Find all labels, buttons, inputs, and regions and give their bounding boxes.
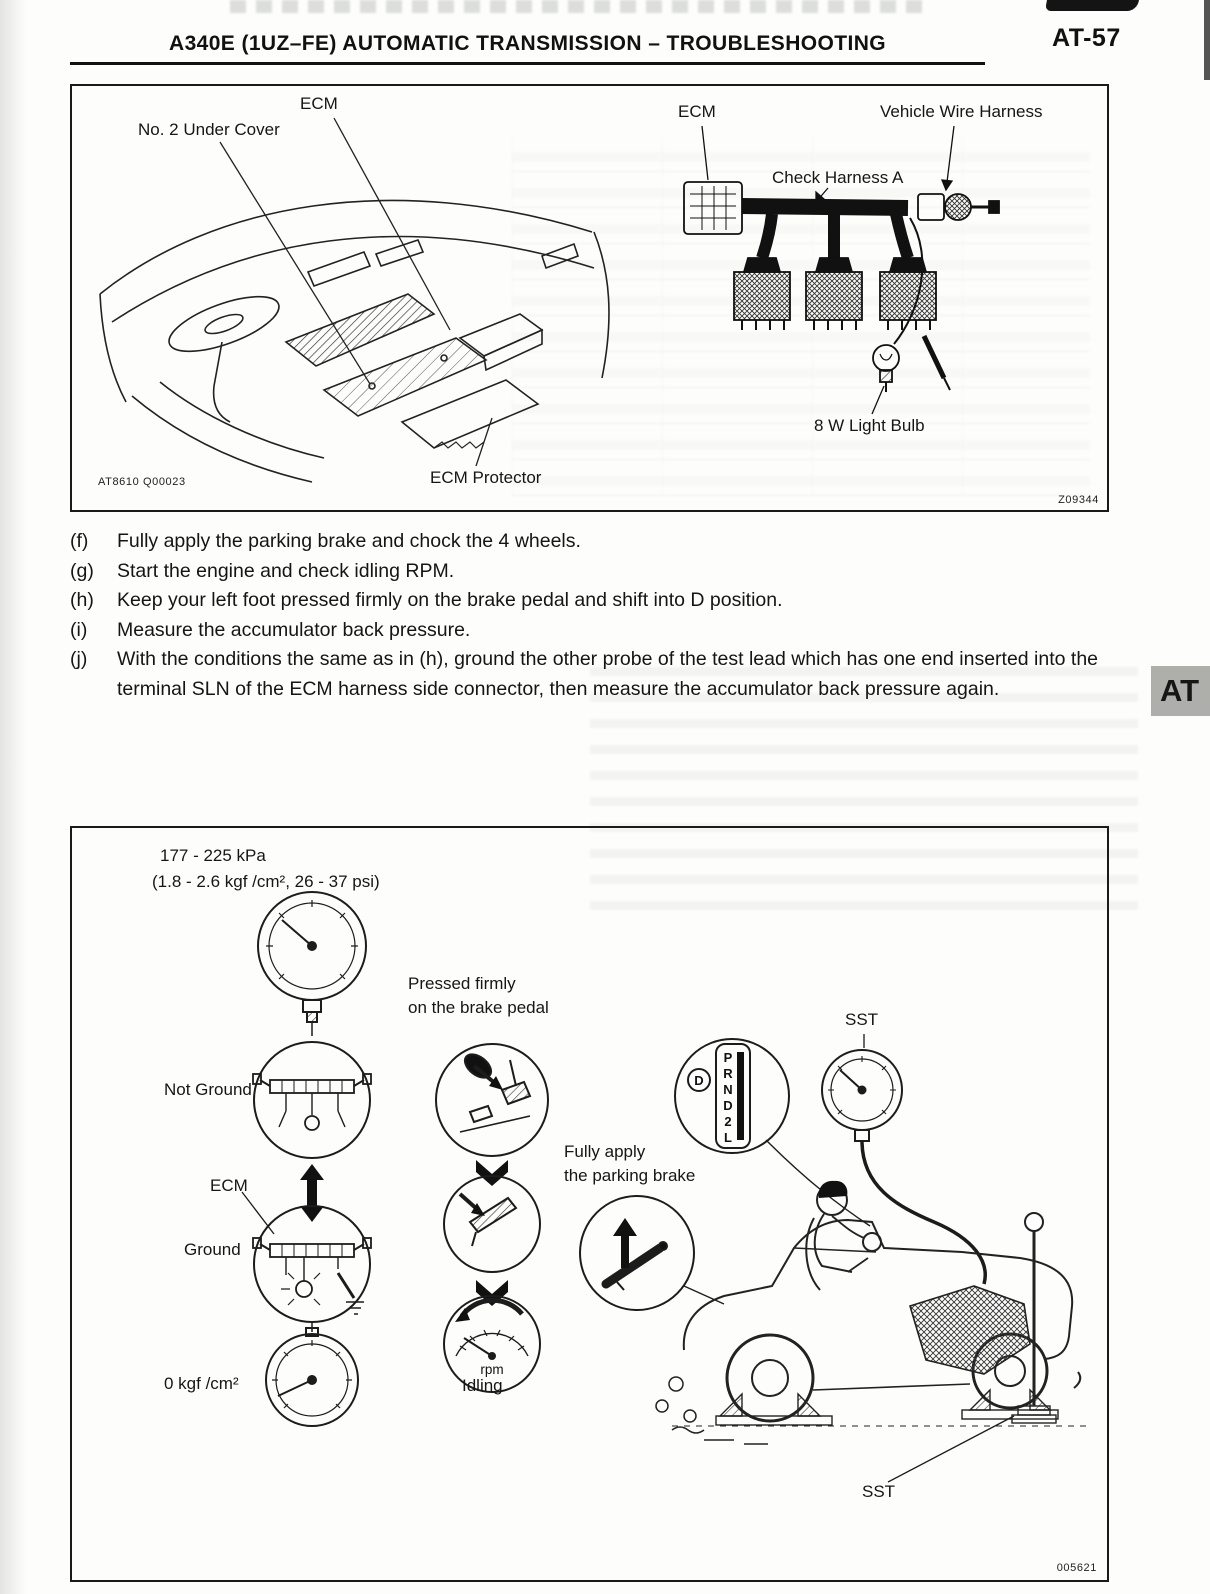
page-title: A340E (1UZ–FE) AUTOMATIC TRANSMISSION – …	[169, 32, 886, 55]
rpm-meter-icon: rpm	[443, 1295, 541, 1393]
scan-blotch	[1045, 0, 1139, 11]
step-id: (j)	[70, 648, 88, 670]
figure2-illustration: rpm P R N	[241, 891, 1086, 1483]
pressure-spec-line2: (1.8 - 2.6 kgf /cm², 26 - 37 psi)	[152, 872, 380, 891]
step-h: (h) Keep your left foot pressed firmly o…	[70, 586, 1148, 616]
step-g: (g) Start the engine and check idling RP…	[70, 557, 1148, 587]
step-text: With the conditions the same as in (h), …	[117, 648, 1099, 700]
ecm-label: ECM	[300, 94, 338, 113]
figure-measurement-procedure: rpm P R N	[70, 826, 1109, 1582]
step-text: Keep your left foot pressed firmly on th…	[117, 589, 783, 611]
step-f: (f) Fully apply the parking brake and ch…	[70, 527, 1148, 557]
parking-label-line2: the parking brake	[564, 1166, 696, 1185]
ecm-protector-label: ECM Protector	[430, 468, 542, 487]
shift-pos-d: D	[723, 1098, 732, 1113]
not-ground-label: Not Ground	[164, 1080, 252, 1099]
brake-pedal-icon	[435, 1043, 549, 1157]
shift-pos-r: R	[723, 1066, 733, 1081]
figure1-illustration	[99, 117, 1000, 483]
shift-pos-l: L	[724, 1130, 732, 1145]
figure1-leader-lines-right	[701, 125, 955, 415]
zero-pressure-label: 0 kgf /cm²	[164, 1374, 239, 1393]
step-id: (f)	[70, 530, 89, 552]
check-harness-sketch	[683, 181, 1000, 392]
shift-pos-p: P	[724, 1050, 733, 1065]
connector-ground-icon	[252, 1205, 372, 1332]
brake-label-line1: Pressed firmly	[408, 974, 516, 993]
shift-selected-text: D	[694, 1073, 703, 1088]
dashboard-sketch	[99, 199, 610, 483]
shift-pos-n: N	[723, 1082, 732, 1097]
double-arrow-icon	[300, 1164, 324, 1222]
ecm-leader-line	[241, 1191, 275, 1235]
vehicle-wire-harness-label: Vehicle Wire Harness	[880, 102, 1043, 121]
shift-indicator-icon: P R N D 2 L D	[674, 1038, 871, 1227]
sst-bottom-leader-line	[887, 1415, 1015, 1483]
header-rule	[70, 62, 985, 65]
parking-brake-icon	[579, 1195, 725, 1311]
ecm-right-label: ECM	[678, 102, 716, 121]
scan-edge-mark	[1204, 0, 1210, 80]
step-text: Fully apply the parking brake and chock …	[117, 530, 581, 552]
no2-under-cover-label: No. 2 Under Cover	[138, 120, 280, 139]
figure-harness-location: ECM No. 2 Under Cover ECM Protector AT86…	[70, 84, 1109, 512]
section-tab-label: AT	[1160, 673, 1200, 708]
step-text: Measure the accumulator back pressure.	[117, 618, 471, 641]
pressure-spec-line1: 177 - 225 kPa	[160, 846, 266, 865]
light-bulb-label: 8 W Light Bulb	[814, 416, 925, 435]
rpm-text: rpm	[480, 1362, 503, 1377]
brake-label-line2: on the brake pedal	[408, 998, 549, 1017]
figure-code: AT8610 Q00023	[98, 476, 186, 488]
figure-ref-code: 005621	[1056, 1562, 1097, 1574]
procedure-steps: (f) Fully apply the parking brake and ch…	[70, 527, 1148, 704]
check-harness-a-label: Check Harness A	[772, 168, 904, 187]
chevron-down-icon	[476, 1160, 508, 1186]
ecm-label: ECM	[210, 1176, 248, 1195]
page-number: AT-57	[1052, 24, 1121, 52]
step-id: (g)	[70, 559, 94, 582]
parking-label-line1: Fully apply	[564, 1142, 646, 1161]
car-sketch	[655, 1180, 1086, 1445]
step-text: Start the engine and check idling RPM.	[117, 559, 455, 582]
sst-gauge-icon	[821, 1034, 987, 1285]
idling-label: Idling	[462, 1376, 503, 1395]
shift-pos-2: 2	[724, 1114, 731, 1129]
step-i: (i) Measure the accumulator back pressur…	[70, 616, 1148, 646]
bleed-through-ghost	[230, 0, 930, 13]
section-tab-at: AT	[1151, 666, 1210, 716]
step-id: (i)	[70, 618, 88, 641]
sst-bottom-label: SST	[862, 1482, 896, 1501]
figure-ref-code: Z09344	[1058, 494, 1099, 506]
ground-label: Ground	[184, 1240, 241, 1259]
accelerator-pedal-icon	[443, 1175, 541, 1273]
figure1-leader-lines	[219, 117, 493, 467]
pressure-gauge-zero-icon	[265, 1327, 359, 1427]
connector-not-ground-icon	[252, 1041, 372, 1159]
step-id: (h)	[70, 589, 94, 611]
pressure-gauge-top-icon	[257, 891, 367, 1036]
sst-top-label: SST	[845, 1010, 879, 1029]
step-j: (j) With the conditions the same as in (…	[70, 645, 1148, 704]
